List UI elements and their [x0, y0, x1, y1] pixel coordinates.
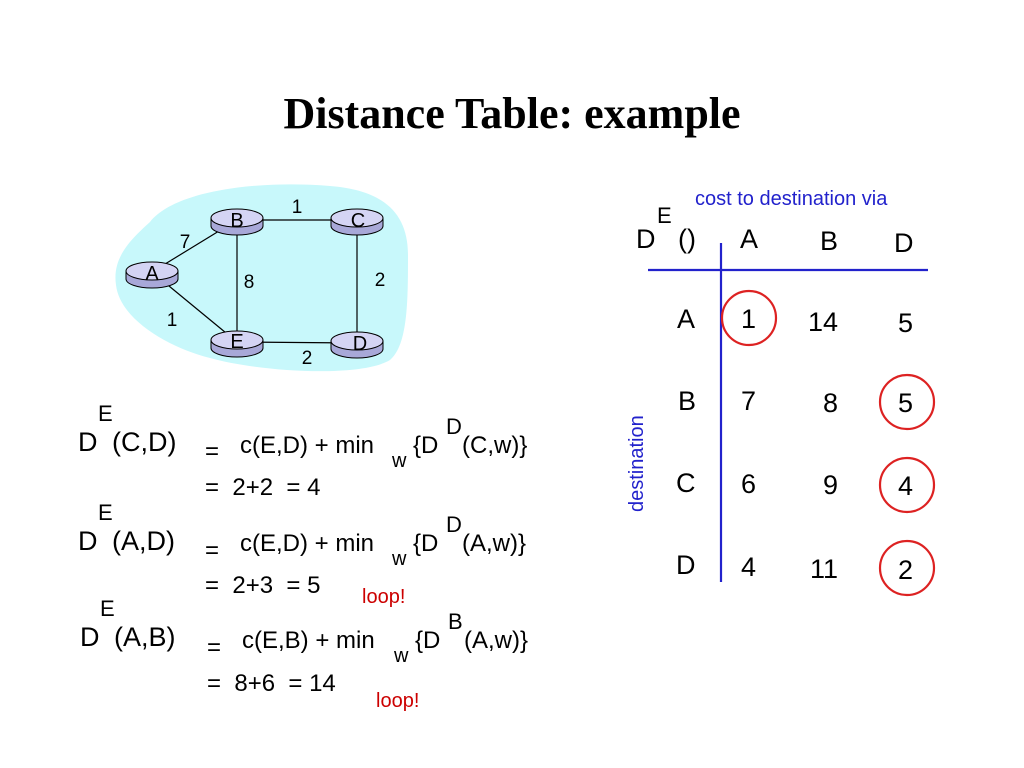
cell-a-via-a: 1	[741, 304, 757, 334]
eq3-lhs-base: D	[80, 622, 100, 652]
highlight-circle-b-d	[878, 373, 936, 431]
cost-b-c: 1	[292, 197, 303, 218]
row-label-a: A	[677, 304, 696, 334]
eq2-rhs-sub: w	[392, 548, 407, 570]
eq1-rhs2: {D	[413, 432, 439, 459]
eq1-lhs-args: (C,D)	[112, 427, 177, 457]
row-label-c: C	[676, 468, 696, 498]
eq1-equals: =	[205, 438, 220, 465]
eq1-line2: = 2+2 = 4	[205, 474, 321, 501]
column-header-b: B	[820, 226, 839, 256]
cell-b-via-d: 5	[898, 388, 914, 418]
eq1-rhs1: c(E,D) + min	[240, 432, 375, 459]
eq1-rhs3: (C,w)}	[462, 432, 528, 459]
eq2-rhs1: c(E,D) + min	[240, 530, 375, 557]
eq3-line2: = 8+6 = 14	[207, 670, 336, 697]
eq3-rhs-sub: w	[394, 645, 409, 667]
eq1-lhs-base: D	[78, 427, 98, 457]
eq3-rhs3: (A,w)}	[464, 627, 529, 654]
node-label-b: B	[230, 210, 243, 232]
table-corner-sup: E	[657, 203, 672, 228]
eq1-lhs-sup: E	[98, 401, 113, 426]
row-label-d: D	[676, 550, 696, 580]
eq3-rhs1: c(E,B) + min	[242, 627, 375, 654]
eq3-equals: =	[207, 634, 222, 661]
cost-e-d: 2	[302, 348, 313, 369]
node-label-a: A	[145, 263, 159, 285]
node-label-e: E	[230, 331, 243, 353]
cost-a-b: 7	[180, 232, 191, 253]
highlight-circle-d-d	[878, 539, 936, 597]
eq2-lhs-args: (A,D)	[112, 526, 175, 556]
column-header-a: A	[740, 224, 759, 254]
table-side-label: destination	[626, 415, 648, 512]
eq2-loop-note: loop!	[362, 586, 406, 608]
cell-a-via-b: 14	[808, 307, 839, 337]
cell-b-via-b: 8	[823, 388, 839, 418]
cost-c-d: 2	[375, 270, 386, 291]
eq2-rhs-sup: D	[446, 512, 462, 537]
eq2-rhs3: (A,w)}	[462, 530, 527, 557]
cell-c-via-b: 9	[823, 470, 839, 500]
cell-d-via-d: 2	[898, 555, 914, 585]
eq2-rhs2: {D	[413, 530, 439, 557]
node-label-d: D	[353, 333, 367, 355]
eq2-line2: = 2+3 = 5	[205, 572, 321, 599]
eq3-rhs-sup: B	[448, 609, 463, 634]
eq3-loop-note: loop!	[376, 690, 420, 712]
cell-c-via-a: 6	[741, 469, 757, 499]
slide-title: Distance Table: example	[283, 89, 741, 138]
eq3-rhs2: {D	[415, 627, 441, 654]
router-d-icon	[330, 331, 384, 359]
table-corner-base: D	[636, 224, 656, 254]
cost-a-e: 1	[167, 310, 178, 331]
eq3-lhs-args: (A,B)	[114, 622, 176, 652]
router-a-icon	[125, 261, 179, 289]
node-label-c: C	[351, 210, 365, 232]
cell-c-via-d: 4	[898, 471, 914, 501]
eq2-lhs-sup: E	[98, 500, 113, 525]
cell-b-via-a: 7	[741, 386, 757, 416]
eq3-lhs-sup: E	[100, 596, 115, 621]
eq1-rhs-sub: w	[392, 450, 407, 472]
table-header-label: cost to destination via	[695, 188, 888, 210]
column-header-d: D	[894, 228, 914, 258]
eq2-equals: =	[205, 537, 220, 564]
cell-d-via-b: 11	[810, 554, 839, 584]
table-corner-args: ()	[678, 224, 696, 254]
highlight-circle-c-d	[878, 456, 936, 514]
router-b-icon	[210, 208, 264, 236]
cost-b-e: 8	[244, 272, 255, 293]
router-c-icon	[330, 208, 384, 236]
row-label-b: B	[678, 386, 697, 416]
eq2-lhs-base: D	[78, 526, 98, 556]
router-e-icon	[210, 330, 264, 358]
highlight-circle-a-a	[720, 289, 778, 347]
cell-d-via-a: 4	[741, 552, 757, 582]
eq1-rhs-sup: D	[446, 414, 462, 439]
cell-a-via-d: 5	[898, 308, 914, 338]
